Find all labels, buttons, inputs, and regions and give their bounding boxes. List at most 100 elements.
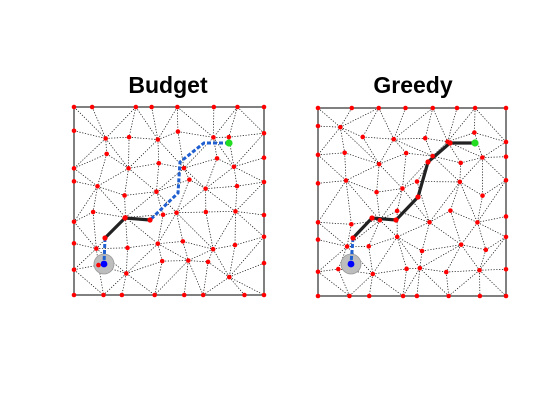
greedy-mesh-edge — [477, 222, 507, 238]
budget-start-node — [100, 260, 108, 268]
greedy-mesh-node — [503, 177, 509, 183]
budget-dashed-path — [148, 141, 229, 222]
greedy-mesh-edge — [340, 107, 353, 128]
greedy-mesh-node — [376, 105, 382, 111]
greedy-mesh-edge — [482, 141, 507, 158]
budget-mesh-node — [261, 130, 267, 136]
budget-mesh-edge — [124, 195, 126, 218]
greedy-mesh-edge — [459, 181, 483, 196]
greedy-mesh-node — [315, 269, 321, 275]
greedy-mesh-edge — [340, 126, 363, 138]
budget-mesh-node — [126, 134, 132, 140]
greedy-mesh-edge — [393, 138, 407, 154]
budget-mesh-node — [175, 129, 181, 134]
greedy-mesh-node — [503, 139, 509, 145]
greedy-mesh-edge — [368, 220, 381, 247]
budget-mesh-edge — [162, 260, 189, 262]
greedy-mesh-node — [503, 266, 509, 272]
greedy-mesh-edge — [446, 269, 480, 273]
greedy-mesh-edge — [317, 246, 348, 273]
budget-mesh-edge — [176, 179, 190, 213]
budget-mesh-edge — [124, 168, 129, 196]
budget-mesh-node — [71, 219, 77, 225]
budget-mesh-node — [226, 274, 232, 280]
budget-mesh-edge — [233, 157, 265, 168]
budget-mesh-edge — [177, 131, 214, 138]
budget-mesh-edge — [128, 137, 130, 169]
greedy-mesh-node — [419, 248, 425, 254]
greedy-mesh-node — [458, 242, 464, 247]
greedy-mesh-edge — [432, 155, 461, 164]
budget-mesh-edge — [212, 249, 230, 278]
budget-mesh-edge — [235, 181, 265, 212]
budget-mesh-edge — [157, 214, 164, 244]
greedy-mesh-node — [349, 105, 355, 111]
greedy-mesh-node — [391, 136, 397, 142]
budget-goal-node — [225, 139, 233, 147]
budget-mesh-node — [231, 164, 237, 170]
greedy-path-node — [447, 140, 453, 146]
budget-mesh-edge — [229, 276, 265, 296]
greedy-mesh-edge — [402, 181, 418, 189]
greedy-mesh-node — [400, 186, 405, 191]
budget-mesh-edge — [228, 276, 245, 296]
greedy-mesh-node — [430, 105, 436, 111]
budget-mesh-node — [232, 242, 238, 248]
budget-mesh-node — [226, 134, 232, 140]
budget-mesh-edge — [157, 243, 189, 261]
greedy-mesh-node — [315, 123, 321, 129]
budget-mesh-node — [96, 262, 101, 268]
greedy-mesh-edge — [402, 153, 407, 189]
greedy-mesh-edge — [337, 268, 350, 297]
greedy-mesh-node — [315, 105, 321, 111]
budget-mesh-edge — [205, 211, 214, 250]
greedy-mesh-edge — [317, 271, 350, 297]
greedy-mesh-edge — [450, 210, 462, 245]
greedy-mesh-node — [315, 293, 321, 299]
greedy-mesh-edge — [402, 155, 433, 189]
greedy-mesh-node — [394, 234, 400, 240]
greedy-mesh-edge — [416, 268, 421, 297]
greedy-mesh-node — [457, 179, 463, 185]
budget-mesh-edge — [182, 241, 189, 261]
greedy-mesh-node — [366, 244, 372, 249]
budget-mesh-node — [233, 209, 238, 214]
budget-mesh-edge — [205, 188, 236, 212]
greedy-mesh-edge — [448, 269, 480, 297]
greedy-mesh-edge — [432, 141, 448, 157]
budget-mesh-edge — [235, 211, 265, 238]
greedy-mesh-edge — [406, 152, 433, 157]
budget-mesh-edge — [228, 106, 238, 138]
greedy-mesh-edge — [379, 219, 398, 238]
greedy-mesh-edge — [419, 250, 423, 269]
greedy-mesh-edge — [345, 180, 381, 221]
budget-mesh-node — [186, 258, 191, 263]
greedy-mesh-edge — [317, 221, 352, 225]
greedy-mesh-node — [315, 152, 321, 158]
budget-mesh-node — [261, 104, 267, 110]
budget-mesh-edge — [157, 131, 179, 140]
budget-mesh-node — [155, 137, 161, 142]
budget-mesh-edge — [73, 248, 97, 270]
greedy-mesh-edge — [482, 157, 507, 181]
budget-mesh-edge — [73, 180, 98, 187]
greedy-mesh-node — [430, 153, 435, 159]
greedy-mesh-edge — [447, 107, 458, 142]
greedy-mesh-edge — [317, 180, 347, 184]
budget-mesh-edge — [236, 181, 265, 187]
budget-mesh-edge — [212, 211, 236, 250]
budget-mesh-edge — [188, 260, 209, 263]
budget-mesh-edge — [213, 137, 218, 159]
greedy-mesh-edge — [345, 180, 352, 225]
greedy-mesh-edge — [339, 127, 346, 153]
budget-mesh-edge — [127, 243, 158, 249]
greedy-path-node — [350, 235, 356, 241]
greedy-mesh-edge — [368, 273, 374, 297]
greedy-mesh-edge — [419, 267, 449, 297]
greedy-mesh-node — [343, 178, 349, 183]
greedy-mesh-edge — [477, 222, 487, 250]
greedy-mesh-edge — [396, 188, 403, 211]
greedy-mesh-edge — [397, 236, 423, 252]
greedy-mesh-node — [338, 124, 343, 130]
greedy-mesh-edge — [397, 221, 430, 238]
